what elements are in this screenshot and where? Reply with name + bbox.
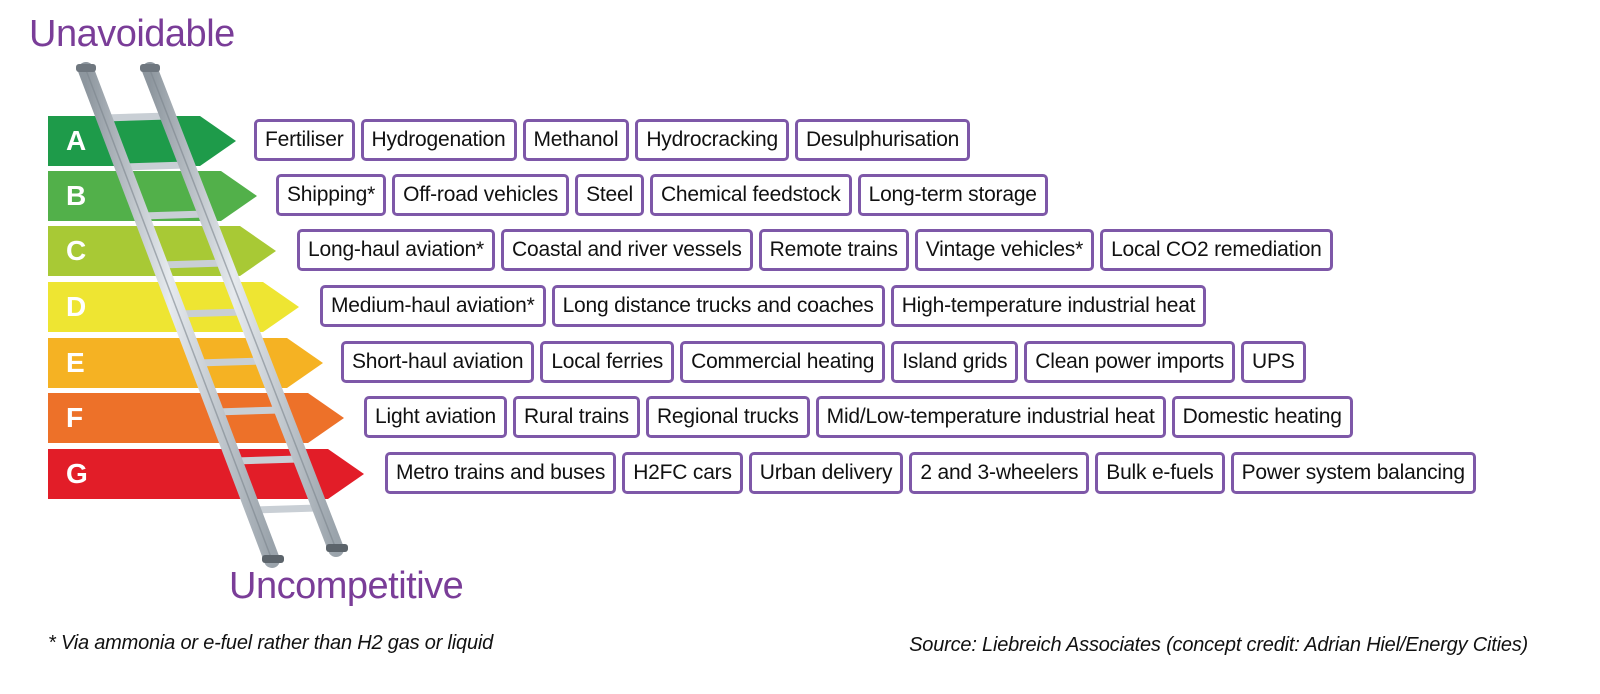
band-letter: A xyxy=(66,125,86,157)
application-tag: Regional trucks xyxy=(646,396,810,438)
application-tag: Bulk e-fuels xyxy=(1095,452,1224,494)
application-tag: Hydrocracking xyxy=(635,119,789,161)
band-letter: G xyxy=(66,458,88,490)
application-tag: Coastal and river vessels xyxy=(501,229,753,271)
application-tag: Urban delivery xyxy=(749,452,904,494)
tag-row-c: Long-haul aviation*Coastal and river ves… xyxy=(297,229,1333,271)
application-tag: Fertiliser xyxy=(254,119,355,161)
application-tag: 2 and 3-wheelers xyxy=(909,452,1089,494)
band-letter: C xyxy=(66,235,86,267)
application-tag: High-temperature industrial heat xyxy=(891,285,1207,327)
band-letter: E xyxy=(66,347,85,379)
application-tag: Shipping* xyxy=(276,174,386,216)
band-letter: B xyxy=(66,180,86,212)
application-tag: Medium-haul aviation* xyxy=(320,285,546,327)
application-tag: Long-haul aviation* xyxy=(297,229,495,271)
application-tag: Desulphurisation xyxy=(795,119,970,161)
application-tag: Light aviation xyxy=(364,396,507,438)
application-tag: Island grids xyxy=(891,341,1018,383)
application-tag: Methanol xyxy=(523,119,630,161)
application-tag: Chemical feedstock xyxy=(650,174,852,216)
application-tag: UPS xyxy=(1241,341,1306,383)
source-credit: Source: Liebreich Associates (concept cr… xyxy=(909,634,1528,657)
band-letter: D xyxy=(66,291,86,323)
application-tag: Long distance trucks and coaches xyxy=(552,285,885,327)
application-tag: Vintage vehicles* xyxy=(915,229,1094,271)
application-tag: Clean power imports xyxy=(1024,341,1235,383)
band-e xyxy=(48,338,323,388)
application-tag: Commercial heating xyxy=(680,341,885,383)
heading-uncompetitive: Uncompetitive xyxy=(229,565,463,608)
band-f xyxy=(48,393,344,443)
application-tag: H2FC cars xyxy=(622,452,743,494)
application-tag: Local ferries xyxy=(540,341,674,383)
application-tag: Off-road vehicles xyxy=(392,174,569,216)
footnote: * Via ammonia or e-fuel rather than H2 g… xyxy=(48,632,493,655)
application-tag: Long-term storage xyxy=(858,174,1048,216)
application-tag: Domestic heating xyxy=(1172,396,1353,438)
application-tag: Mid/Low-temperature industrial heat xyxy=(816,396,1166,438)
application-tag: Metro trains and buses xyxy=(385,452,616,494)
tag-row-d: Medium-haul aviation*Long distance truck… xyxy=(320,285,1206,327)
application-tag: Power system balancing xyxy=(1231,452,1476,494)
application-tag: Short-haul aviation xyxy=(341,341,534,383)
application-tag: Rural trains xyxy=(513,396,640,438)
band-g xyxy=(48,449,364,499)
band-letter: F xyxy=(66,402,83,434)
application-tag: Local CO2 remediation xyxy=(1100,229,1333,271)
heading-unavoidable: Unavoidable xyxy=(29,13,235,56)
application-tag: Steel xyxy=(575,174,644,216)
application-tag: Remote trains xyxy=(759,229,909,271)
application-tag: Hydrogenation xyxy=(361,119,517,161)
